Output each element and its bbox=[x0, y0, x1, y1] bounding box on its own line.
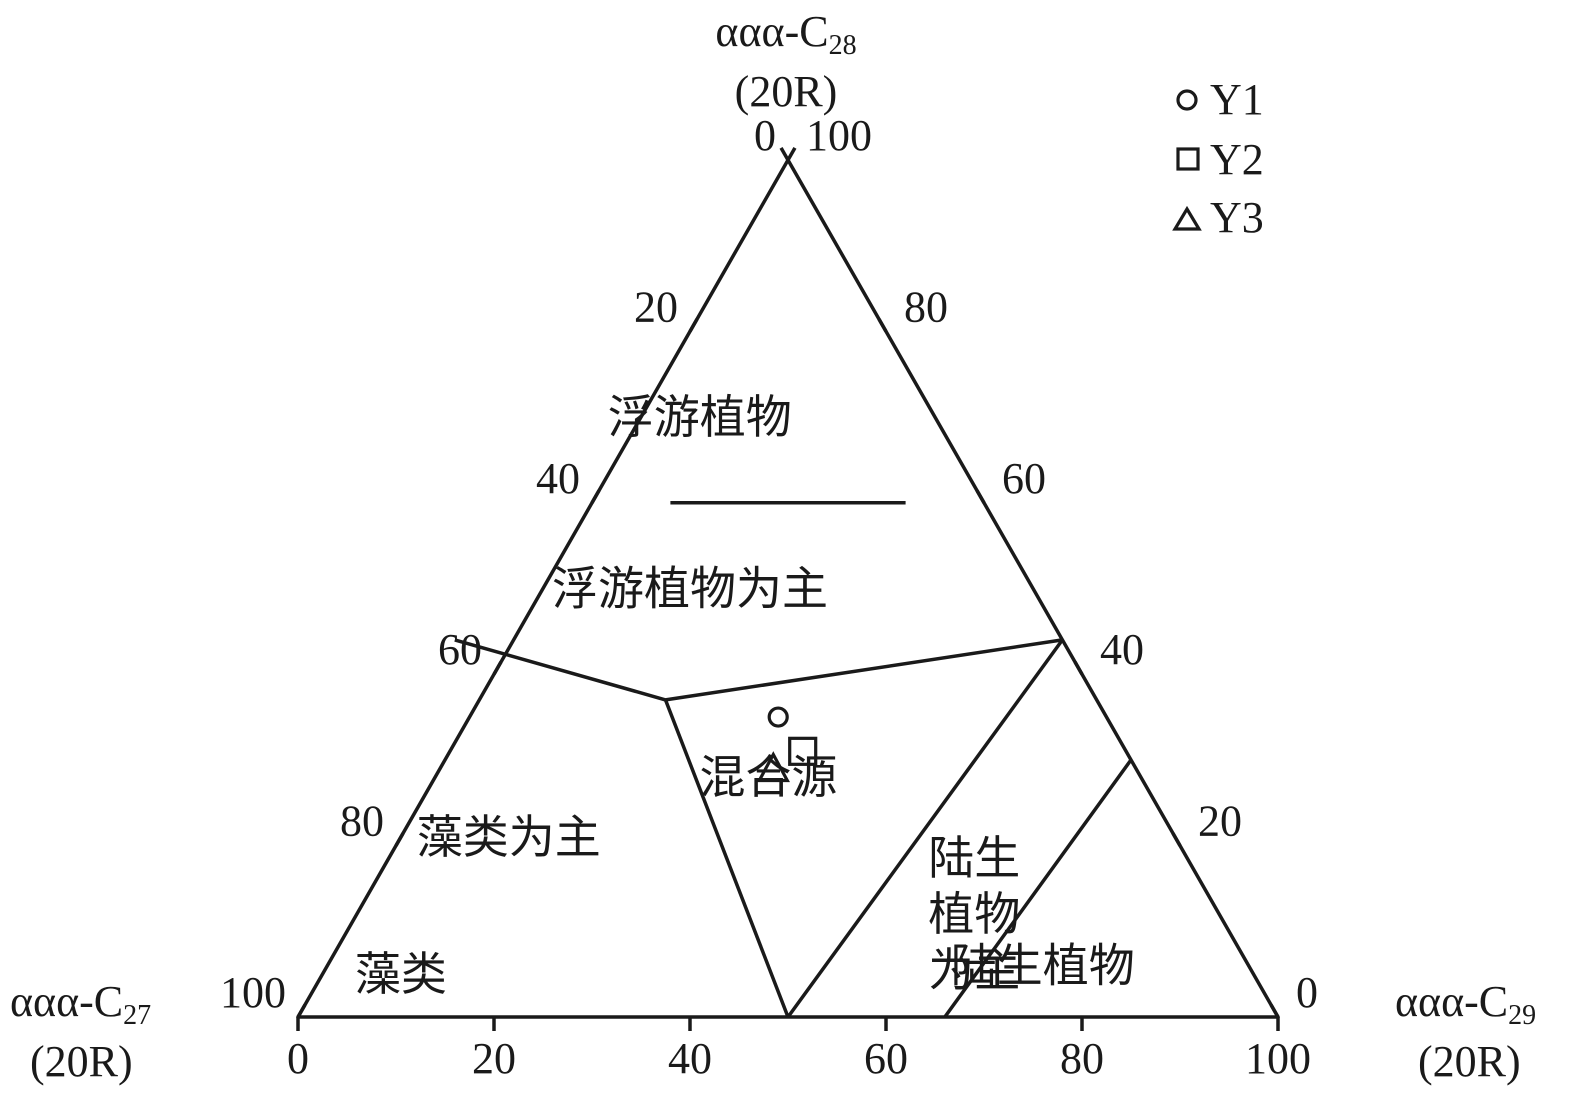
right-tick-0 bbox=[1269, 1003, 1280, 1018]
region-label-6: 陆生植物 bbox=[951, 939, 1135, 993]
legend-marker-triangle-icon bbox=[1172, 205, 1202, 231]
region-boundary-4 bbox=[943, 758, 1133, 1019]
left-axis-title-line2: (20R) bbox=[30, 1037, 133, 1086]
left-tick-label-5: 0 bbox=[754, 111, 776, 160]
legend-label-y1: Y1 bbox=[1210, 75, 1264, 124]
top-axis-title-line2: (20R) bbox=[735, 67, 838, 116]
bottom-tick-label-3: 60 bbox=[864, 1034, 908, 1083]
region-label-5-line-0: 陆生 bbox=[928, 831, 1020, 885]
region-boundary-3 bbox=[786, 638, 1064, 1019]
right-tick-label-2: 40 bbox=[1100, 625, 1144, 674]
bottom-tick-label-0: 0 bbox=[287, 1034, 309, 1083]
bottom-tick-label-2: 40 bbox=[668, 1034, 712, 1083]
right-axis-title-line2: (20R) bbox=[1418, 1037, 1521, 1086]
right-tick-label-0: 0 bbox=[1296, 968, 1318, 1017]
data-point-y2 bbox=[788, 736, 818, 766]
legend-marker-square-icon bbox=[1176, 147, 1200, 171]
right-tick-1 bbox=[1171, 832, 1182, 847]
triangle-frame bbox=[296, 158, 1280, 1019]
left-axis-title: ααα-C27 bbox=[10, 977, 151, 1031]
region-label-0: 浮游植物 bbox=[608, 390, 792, 444]
left-tick-label-0: 100 bbox=[220, 968, 286, 1017]
left-tick-5 bbox=[786, 146, 797, 161]
right-tick-5 bbox=[779, 146, 790, 161]
left-tick-label-3: 40 bbox=[536, 454, 580, 503]
legend-marker-circle-icon bbox=[1176, 89, 1198, 111]
left-tick-0 bbox=[296, 1003, 307, 1018]
top-axis-title: ααα-C28 bbox=[715, 7, 856, 61]
right-tick-label-1: 20 bbox=[1198, 797, 1242, 846]
right-tick-label-5: 100 bbox=[806, 111, 872, 160]
left-tick-3 bbox=[590, 489, 601, 504]
left-tick-4 bbox=[688, 318, 699, 333]
bottom-tick-label-5: 100 bbox=[1245, 1034, 1311, 1083]
right-tick-3 bbox=[975, 489, 986, 504]
left-tick-label-1: 80 bbox=[340, 797, 384, 846]
legend-label-y3: Y3 bbox=[1210, 193, 1264, 242]
data-point-y1 bbox=[767, 706, 789, 728]
right-tick-2 bbox=[1073, 661, 1084, 676]
region-boundary-1 bbox=[454, 638, 1063, 702]
region-label-5-line-1: 植物 bbox=[928, 887, 1020, 941]
region-label-5-line-2: 为主 bbox=[928, 943, 1020, 997]
legend-label-y2: Y2 bbox=[1210, 135, 1264, 184]
right-tick-4 bbox=[877, 318, 888, 333]
right-axis-title: ααα-C29 bbox=[1395, 977, 1536, 1031]
region-boundaries bbox=[454, 501, 1133, 1019]
right-tick-label-4: 80 bbox=[904, 282, 948, 331]
left-tick-label-2: 60 bbox=[438, 625, 482, 674]
left-tick-label-4: 20 bbox=[634, 282, 678, 331]
data-points bbox=[756, 706, 818, 783]
bottom-tick-label-4: 80 bbox=[1060, 1034, 1104, 1083]
bottom-tick-label-1: 20 bbox=[472, 1034, 516, 1083]
region-label-3: 藻类 bbox=[355, 947, 447, 1001]
left-tick-1 bbox=[394, 832, 405, 847]
region-label-1: 浮游植物为主 bbox=[552, 562, 828, 616]
legend: Y1 Y2 Y3 bbox=[1172, 75, 1264, 242]
axis-ticks: 0 20 40 60 80 100 100 80 60 40 20 0 0 20 40 60 80 100 bbox=[220, 111, 1318, 1083]
data-point-y3 bbox=[756, 751, 790, 783]
right-tick-label-3: 60 bbox=[1002, 454, 1046, 503]
region-boundary-2 bbox=[663, 699, 790, 1018]
left-tick-2 bbox=[492, 661, 503, 676]
region-label-2: 藻类为主 bbox=[417, 810, 601, 864]
